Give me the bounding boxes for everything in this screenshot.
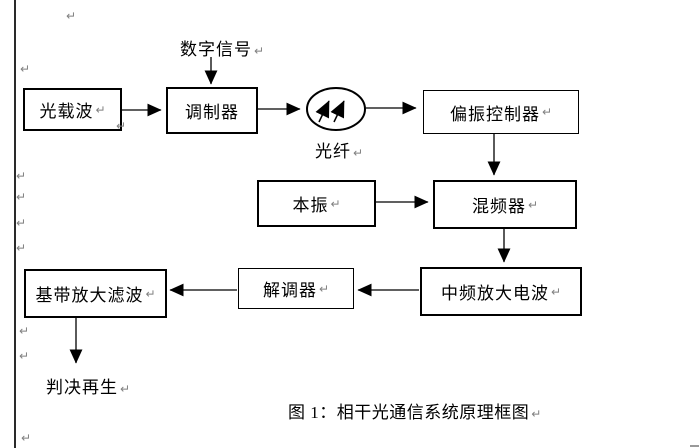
label-text: 光纤 <box>315 142 351 161</box>
page-corner-mark <box>690 445 699 447</box>
paragraph-mark: ↵ <box>353 146 364 160</box>
label-digital-signal: 数字信号↵ <box>180 35 264 60</box>
paragraph-mark: ↵ <box>550 284 562 299</box>
paragraph-mark: ↵ <box>116 119 127 133</box>
paragraph-mark: ↵ <box>541 105 553 119</box>
paragraph-mark: ↵ <box>95 102 106 117</box>
node-label: 光载波 <box>39 102 94 121</box>
node-polarization-controller: 偏振控制器↵ <box>423 90 579 134</box>
node-label: 混频器 <box>471 197 526 216</box>
node-optical-carrier: 光载波↵ <box>23 88 122 131</box>
paragraph-mark: ↵ <box>16 169 27 183</box>
node-demodulator: 解调器↵ <box>238 268 354 309</box>
paragraph-mark: ↵ <box>145 286 156 301</box>
paragraph-mark: ↵ <box>20 62 31 76</box>
paragraph-mark: ↵ <box>531 407 542 421</box>
node-label: 偏振控制器 <box>449 104 540 124</box>
node-baseband-amp-filter: 基带放大滤波↵ <box>24 269 167 318</box>
paragraph-mark: ↵ <box>16 216 27 230</box>
paragraph-mark: ↵ <box>120 382 131 396</box>
node-label: 解调器 <box>262 281 317 300</box>
paragraph-mark: ↵ <box>330 196 341 211</box>
fiber-arrow-left <box>315 100 330 123</box>
label-fiber: 光纤↵ <box>315 137 363 162</box>
paragraph-mark: ↵ <box>318 281 330 296</box>
paragraph-mark: ↵ <box>66 9 77 23</box>
node-local-oscillator: 本振↵ <box>257 180 376 227</box>
page-border-line <box>14 0 16 448</box>
node-modulator: 调制器 <box>166 87 258 134</box>
node-label: 中频放大电波 <box>440 284 549 303</box>
paragraph-mark: ↵ <box>527 197 539 212</box>
node-if-amplifier: 中频放大电波↵ <box>420 267 582 316</box>
paragraph-mark: ↵ <box>16 190 27 204</box>
node-mixer: 混频器↵ <box>433 180 577 229</box>
node-label: 调制器 <box>185 103 239 122</box>
figure-caption: 图 1：相干光通信系统原理框图↵ <box>288 398 541 423</box>
fiber-arrow-right <box>330 100 345 123</box>
node-label: 本振 <box>292 196 329 215</box>
paragraph-mark: ↵ <box>19 349 30 363</box>
label-text: 数字信号 <box>180 40 252 59</box>
label-decision-regeneration: 判决再生↵ <box>46 373 130 398</box>
caption-text: 图 1：相干光通信系统原理框图 <box>288 403 530 422</box>
paragraph-mark: ↵ <box>19 324 30 338</box>
label-text: 判决再生 <box>46 378 118 397</box>
node-label: 基带放大滤波 <box>35 286 144 305</box>
paragraph-mark: ↵ <box>254 44 265 58</box>
paragraph-mark: ↵ <box>16 241 27 255</box>
fiber-ellipse <box>306 87 366 131</box>
paragraph-mark: ↵ <box>21 431 32 445</box>
